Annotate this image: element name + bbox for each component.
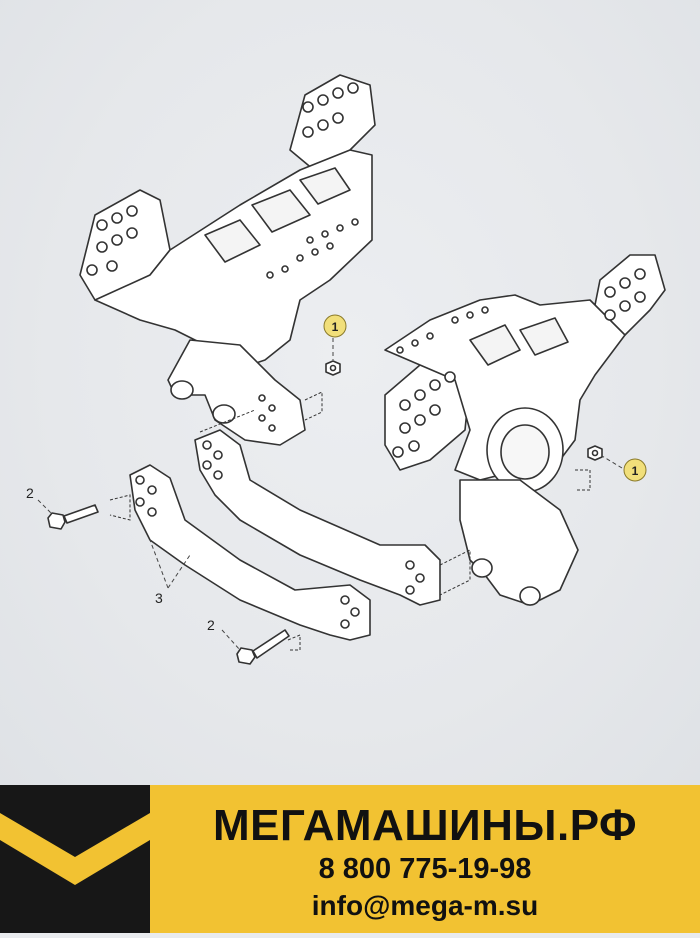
- chevron-logo-icon: [0, 785, 150, 933]
- contact-banner: МЕГАМАШИНЫ.РФ 8 800 775-19-98 info@mega-…: [0, 785, 700, 933]
- parts-diagram: 1 1 2 2 3: [0, 0, 700, 785]
- brand-name: МЕГАМАШИНЫ.РФ: [212, 801, 638, 850]
- alignment-lines: [109, 391, 591, 651]
- leader-lines: [37, 338, 623, 651]
- exploded-view-drawing: 1 1 2 2 3: [26, 74, 666, 665]
- bolts: [47, 504, 290, 665]
- nuts: [325, 360, 603, 461]
- callout-balloon-1a: 1: [323, 314, 347, 338]
- link-bars: [129, 429, 441, 641]
- callout-2b-text: 2: [207, 617, 215, 633]
- left-bracket: [79, 74, 376, 446]
- phone-number[interactable]: 8 800 775-19-98: [318, 853, 532, 885]
- callout-1b-text: 1: [632, 464, 639, 478]
- right-bracket: [384, 254, 666, 606]
- brand-logo: [0, 785, 150, 933]
- callout-1a-text: 1: [332, 320, 339, 334]
- callout-balloon-1b: 1: [623, 458, 647, 482]
- callout-2a-text: 2: [26, 485, 34, 501]
- callout-3-text: 3: [155, 590, 163, 606]
- email-address[interactable]: info@mega-m.su: [311, 890, 539, 921]
- banner-text-block: МЕГАМАШИНЫ.РФ 8 800 775-19-98 info@mega-…: [150, 785, 700, 933]
